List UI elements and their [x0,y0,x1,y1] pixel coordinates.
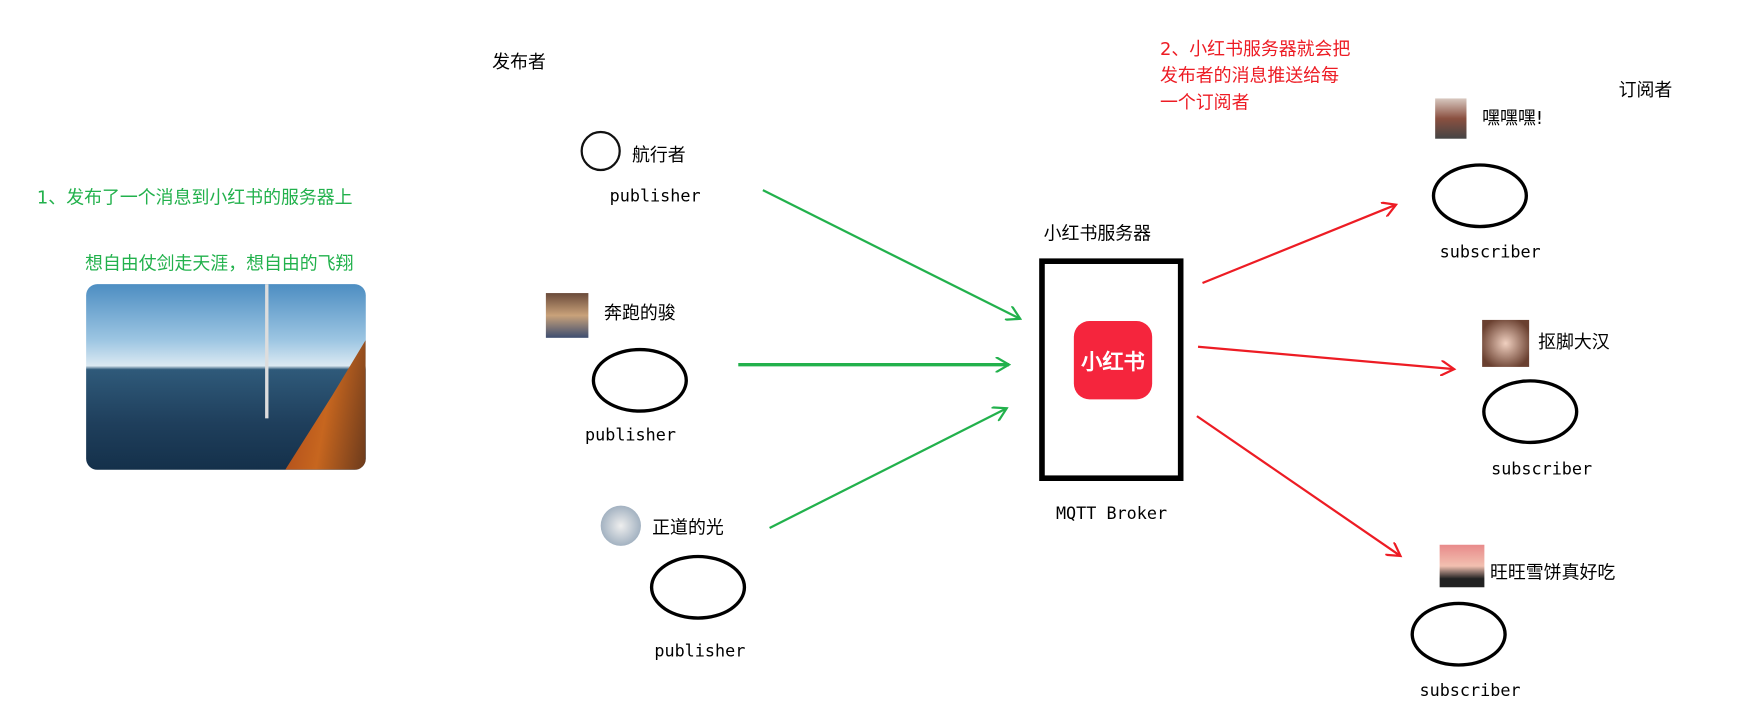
broker-caption: MQTT Broker [1055,503,1168,524]
step1-text: 1、发布了一个消息到小红书的服务器上 [36,186,353,209]
push-arrow-2 [1197,345,1454,369]
publisher-node-3 [649,554,747,620]
subscriber-role-1: subscriber [1439,241,1541,262]
step2-line-3: 一个订阅者 [1159,91,1250,113]
message-text: 想自由仗剑走天涯，想自由的飞翔 [85,252,354,275]
subscriber-node-1 [1431,163,1529,229]
publisher-name-3: 正道的光 [652,516,724,539]
step2-line-1: 2、小红书服务器就会把 [1159,38,1351,60]
subscriber-name-3: 旺旺雪饼真好吃 [1489,561,1616,583]
subscriber-node-3 [1410,601,1507,667]
publisher-role-1: publisher [609,185,701,206]
push-arrow-3 [1196,415,1401,556]
subscriber-name-1: 嘿嘿嘿! [1482,107,1544,129]
publisher-avatar-1 [580,130,621,172]
publisher-node-2 [591,347,688,413]
push-arrow-1 [1202,205,1396,285]
publish-arrow-1 [762,189,1020,319]
publishers-heading: 发布者 [492,51,546,73]
subscribers-heading: 订阅者 [1618,79,1673,101]
publisher-role-2: publisher [585,425,676,446]
sailboat-photo [86,284,366,470]
subscriber-role-2: subscriber [1491,458,1593,479]
publisher-avatar-2 [545,293,589,338]
publish-arrow-3 [769,408,1007,529]
subscriber-role-3: subscriber [1419,680,1521,701]
broker-title: 小红书服务器 [1043,222,1152,244]
subscriber-avatar-1 [1435,98,1467,139]
publisher-avatar-3 [600,505,641,546]
subscriber-name-2: 抠脚大汉 [1538,331,1610,353]
publisher-role-3: publisher [654,640,746,662]
broker-box [1039,258,1184,481]
publisher-name-2: 奔跑的骏 [604,302,676,324]
step2-line-2: 发布者的消息推送给每 [1159,64,1339,87]
subscriber-avatar-2 [1482,319,1530,367]
publisher-name-1: 航行者 [632,144,686,166]
xiaohongshu-logo: 小红书 [1073,321,1153,400]
subscriber-avatar-3 [1439,544,1485,588]
subscriber-node-2 [1482,379,1579,445]
